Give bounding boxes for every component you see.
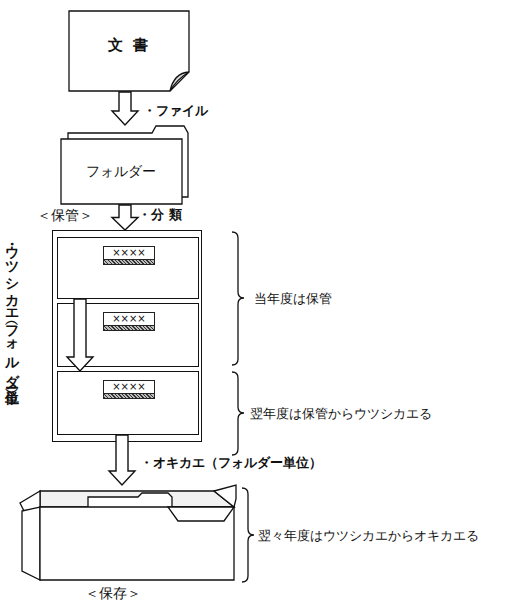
storage-box: ＜保存＞ bbox=[18, 485, 238, 582]
block-arrow bbox=[112, 92, 138, 125]
block-arrow bbox=[112, 205, 138, 230]
folder-shape: フォルダー bbox=[60, 125, 190, 205]
edge-label: ・オキカエ（フォルダー単位） bbox=[140, 454, 322, 472]
note-label: 翌々年度はウツシカエからオキカエる bbox=[258, 527, 479, 545]
outline-part bbox=[168, 507, 234, 521]
note-label: 当年度は保管 bbox=[254, 290, 332, 308]
block-arrow bbox=[67, 299, 93, 371]
outline-part bbox=[69, 11, 189, 91]
node-text: フォルダー bbox=[60, 163, 182, 181]
note-label: 翌年度は保管からウツシカエる bbox=[250, 405, 432, 423]
drawer-label: ×××× bbox=[103, 246, 155, 260]
brace bbox=[232, 372, 244, 455]
brace bbox=[242, 488, 254, 582]
storage-box-outline bbox=[18, 485, 238, 582]
cabinet-drawer: ×××× bbox=[57, 303, 199, 367]
outline-part bbox=[170, 72, 189, 91]
node-text: 文 書 bbox=[68, 36, 190, 55]
edge-label: ・ウツシカエ（フォルダー単位） bbox=[3, 236, 21, 380]
brace bbox=[232, 232, 244, 365]
cabinet-frame: ＜保管＞×××××××××××× bbox=[52, 230, 202, 442]
outline-part bbox=[61, 139, 182, 204]
node-text: ＜保存＞ bbox=[68, 585, 158, 603]
cabinet-drawer: ×××× bbox=[57, 371, 199, 435]
cabinet-drawer: ×××× bbox=[57, 237, 199, 299]
drawer-label: ×××× bbox=[103, 380, 155, 394]
outline-part bbox=[22, 507, 40, 580]
outline-part bbox=[214, 485, 236, 507]
outline-part bbox=[88, 493, 172, 507]
outline-part bbox=[40, 507, 234, 580]
drawer-label: ×××× bbox=[103, 312, 155, 326]
edge-label: ・分 類 bbox=[138, 206, 182, 224]
outline-part bbox=[40, 491, 234, 507]
document-shape: 文 書 bbox=[68, 10, 190, 92]
node-text: ＜保管＞ bbox=[23, 207, 107, 225]
edge-label: ・ファイル bbox=[143, 102, 208, 120]
block-arrow bbox=[109, 435, 135, 485]
